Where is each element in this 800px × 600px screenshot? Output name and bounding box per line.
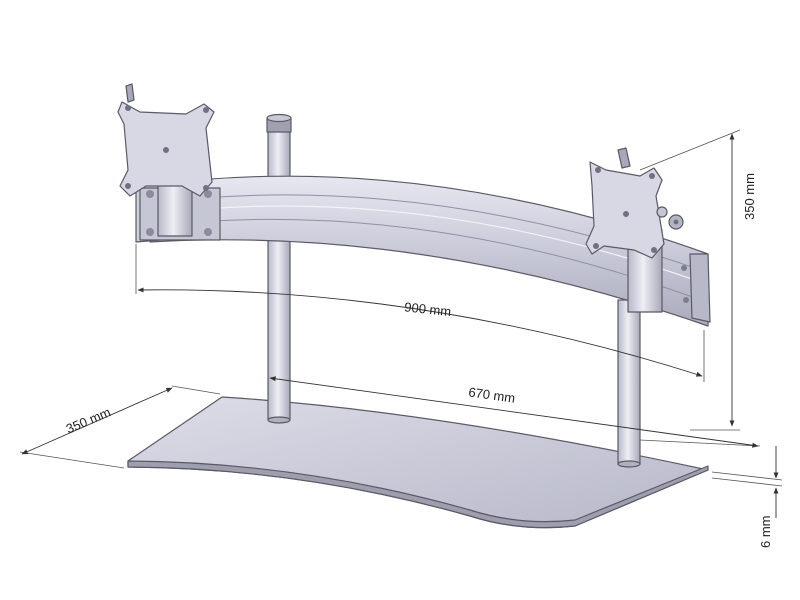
height-label: 350 mm <box>742 173 757 220</box>
arm-width-label: 900 mm <box>404 299 452 319</box>
left-pole <box>266 113 292 424</box>
base-width-label: 670 mm <box>468 384 517 405</box>
left-vesa-mount <box>117 83 221 241</box>
right-pole <box>617 299 641 468</box>
thickness-label: 6 mm <box>758 516 773 549</box>
thickness-dimension: 6 mm <box>711 446 783 549</box>
height-dimension: 350 mm <box>639 129 757 431</box>
base-width-dimension: 670 mm <box>267 376 761 448</box>
arm-width-dimension: 900 mm <box>135 244 705 382</box>
base-depth-label: 350 mm <box>64 404 113 436</box>
